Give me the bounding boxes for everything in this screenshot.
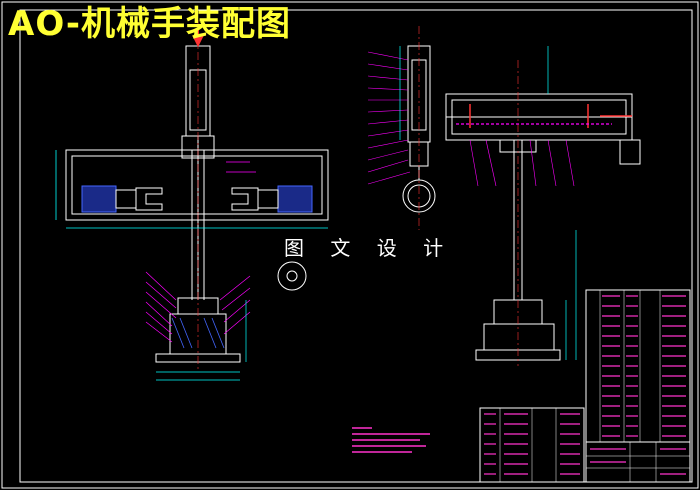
drawing-title: AO-机械手装配图 [8, 4, 291, 44]
side-view-arm [367, 26, 641, 366]
title-block [585, 441, 691, 483]
front-view-arm [55, 20, 329, 381]
parts-list-table [585, 289, 691, 443]
revision-table [479, 407, 585, 483]
parts-list-rows [602, 295, 686, 437]
watermark-label: 图 文 设 计 [284, 236, 454, 260]
technical-notes [352, 427, 430, 453]
